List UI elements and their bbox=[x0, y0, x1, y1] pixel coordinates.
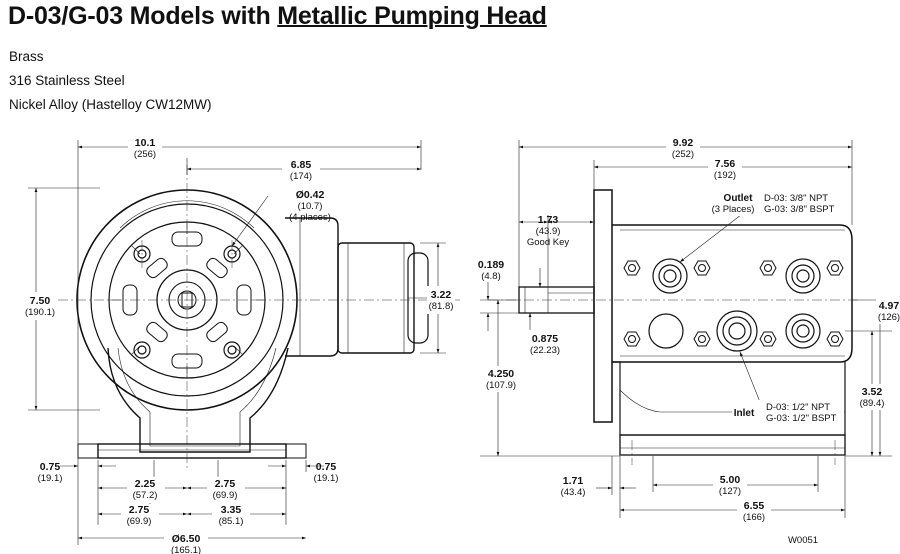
dim-shaft-dia: 0.875 bbox=[532, 333, 558, 345]
outlet-port bbox=[652, 258, 688, 294]
dim-foot-left-metric: (19.1) bbox=[38, 473, 63, 484]
dim-base-offset-metric: (43.4) bbox=[561, 487, 586, 498]
outlet-note: (3 Places) bbox=[712, 204, 755, 215]
dim-hole-dia-metric: (10.7) bbox=[298, 201, 323, 212]
dim-shaft-height: 4.250 bbox=[488, 368, 514, 380]
front-view: 10.1 (256) 6.85 (174) Ø0.42 (10.7) (4 pl… bbox=[20, 137, 460, 554]
mounting-flange bbox=[593, 189, 613, 423]
motor-body bbox=[337, 242, 415, 354]
dim-hole-dia-note: (4 places) bbox=[289, 212, 331, 223]
dim-shaft-height-metric: (107.9) bbox=[486, 380, 516, 391]
inlet-port bbox=[716, 310, 758, 352]
dim-key-note: Good Key bbox=[527, 237, 569, 248]
dim-slot-right: 2.75 bbox=[215, 478, 236, 490]
dim-lower-height-metric: (89.4) bbox=[860, 398, 885, 409]
inlet-label: Inlet bbox=[734, 408, 755, 419]
outlet-port bbox=[785, 258, 821, 294]
dim-hole-spacing-metric: (127) bbox=[719, 486, 741, 497]
dim-slot-right-metric: (69.9) bbox=[213, 490, 238, 501]
dim-key-width: 0.189 bbox=[478, 259, 504, 271]
outlet-d03: D-03: 3/8" NPT bbox=[764, 193, 828, 204]
dim-base-offset: 1.71 bbox=[563, 475, 584, 487]
dim-lower-height: 3.52 bbox=[862, 386, 883, 398]
dim-height-metric: (190.1) bbox=[25, 307, 55, 318]
dim-key-length: 1.73 bbox=[538, 214, 559, 226]
dim-port-height-metric: (126) bbox=[878, 312, 900, 323]
dim-overall-width: 10.1 bbox=[135, 137, 156, 149]
material-nickel-alloy: Nickel Alloy (Hastelloy CW12MW) bbox=[9, 97, 212, 112]
dim-base-left-metric: (69.9) bbox=[127, 516, 152, 527]
dim-base-left: 2.75 bbox=[129, 504, 150, 516]
dim-key-length-metric: (43.9) bbox=[536, 226, 561, 237]
dim-base-dia-metric: (165.1) bbox=[171, 545, 201, 554]
dim-foot-right-metric: (19.1) bbox=[314, 473, 339, 484]
dim-flange-to-end-metric: (192) bbox=[714, 170, 736, 181]
material-stainless-steel: 316 Stainless Steel bbox=[9, 73, 125, 88]
side-view: 9.92 (252) 7.56 (192) 1.73 (43.9) Good K… bbox=[478, 137, 900, 546]
dim-foot-left: 0.75 bbox=[40, 461, 61, 473]
dim-overall-length: 9.92 bbox=[673, 137, 694, 149]
dim-motor-height-metric: (81.8) bbox=[429, 301, 454, 312]
inlet-g03: G-03: 1/2" BSPT bbox=[766, 413, 837, 424]
outlet-port bbox=[785, 313, 821, 349]
inlet-d03: D-03: 1/2" NPT bbox=[766, 402, 830, 413]
outlet-label: Outlet bbox=[724, 193, 754, 204]
dim-shaft-dia-metric: (22.23) bbox=[530, 345, 560, 356]
dim-hole-spacing: 5.00 bbox=[720, 474, 741, 486]
dim-hole-dia: Ø0.42 bbox=[296, 189, 325, 201]
dim-height: 7.50 bbox=[30, 295, 51, 307]
dim-motor-height: 3.22 bbox=[431, 289, 452, 301]
material-brass: Brass bbox=[9, 49, 44, 64]
side-base bbox=[619, 434, 846, 456]
dim-base-length: 6.55 bbox=[744, 500, 765, 512]
dim-port-height: 4.97 bbox=[879, 300, 900, 312]
dim-slot-left-metric: (57.2) bbox=[133, 490, 158, 501]
drawing-code: W0051 bbox=[788, 535, 818, 546]
dim-center-to-end: 6.85 bbox=[291, 159, 312, 171]
dim-slot-left: 2.25 bbox=[135, 478, 156, 490]
dim-flange-to-end: 7.56 bbox=[715, 158, 736, 170]
page-title: D-03/G-03 Models with Metallic Pumping H… bbox=[8, 2, 547, 30]
dim-center-to-end-metric: (174) bbox=[290, 171, 312, 182]
dim-overall-length-metric: (252) bbox=[672, 149, 694, 160]
dim-foot-right: 0.75 bbox=[316, 461, 337, 473]
outlet-g03: G-03: 3/8" BSPT bbox=[764, 204, 835, 215]
dim-base-right: 3.35 bbox=[221, 504, 242, 516]
dim-base-length-metric: (166) bbox=[743, 512, 765, 523]
dim-overall-width-metric: (256) bbox=[134, 149, 156, 160]
side-bolts bbox=[623, 260, 844, 347]
dim-key-width-metric: (4.8) bbox=[481, 271, 501, 282]
dim-base-dia: Ø6.50 bbox=[172, 533, 201, 545]
pump-body bbox=[612, 224, 853, 363]
dim-base-right-metric: (85.1) bbox=[219, 516, 244, 527]
